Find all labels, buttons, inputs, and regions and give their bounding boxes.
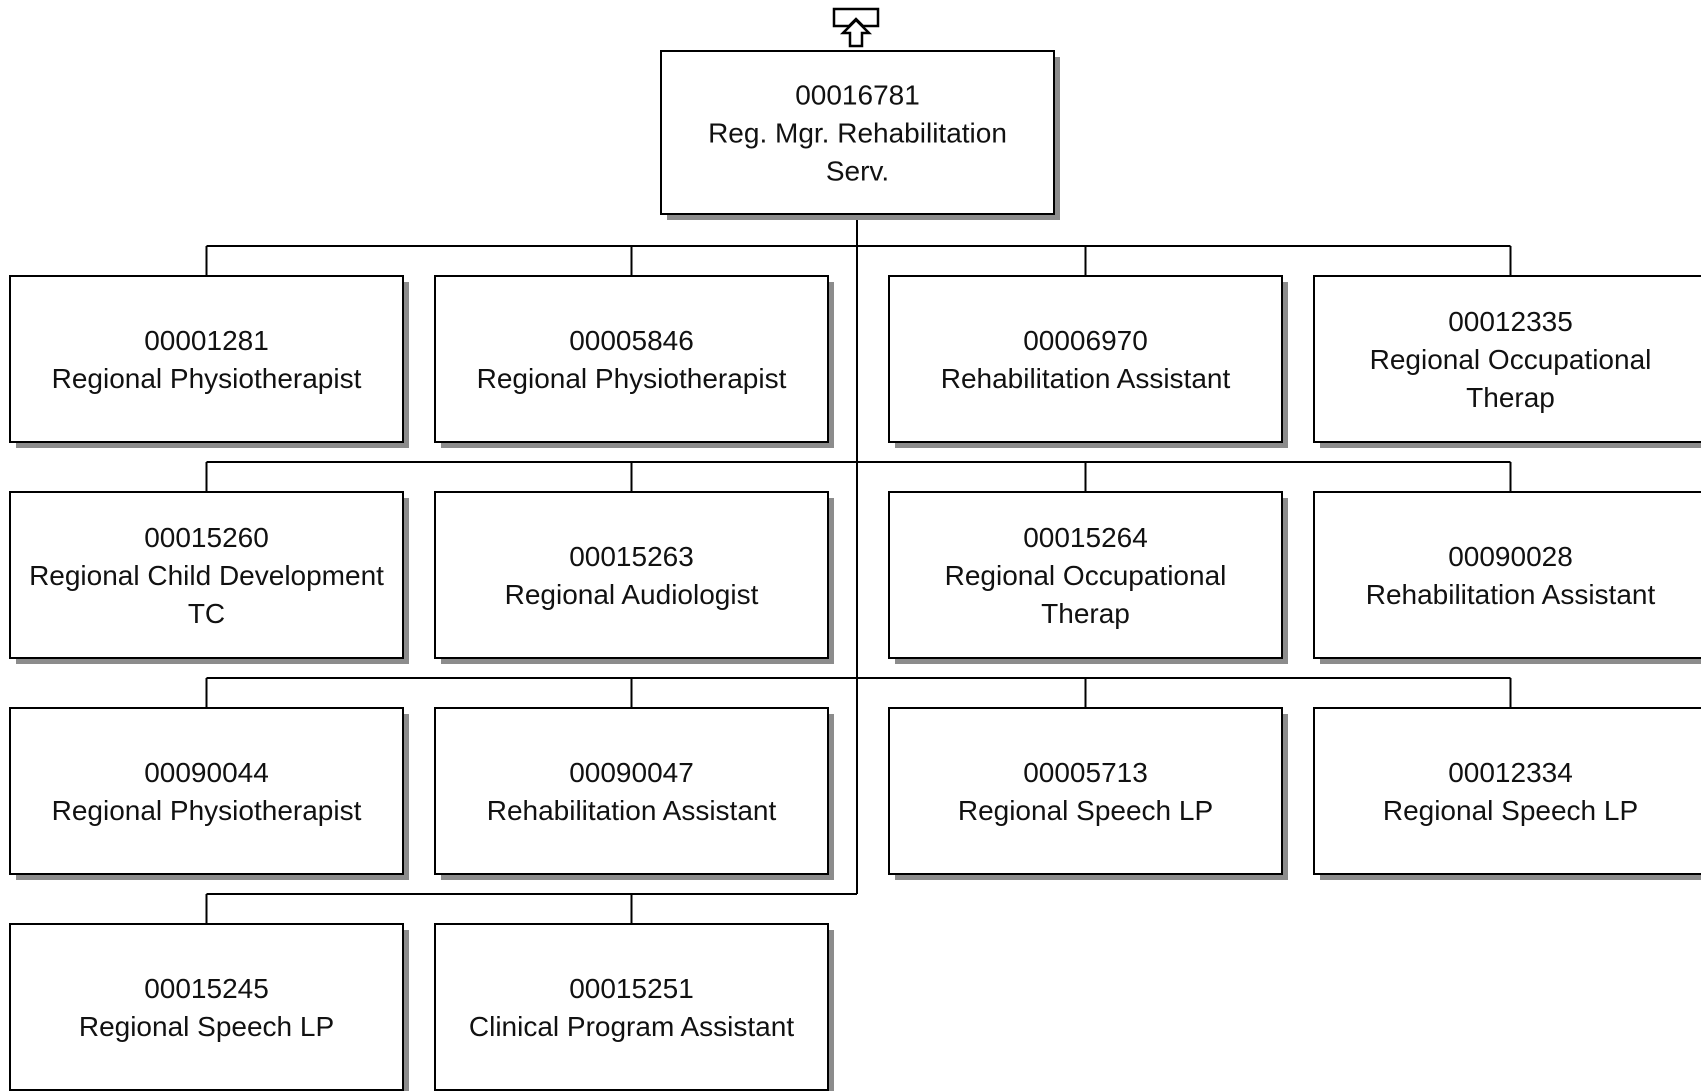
node-box (9, 491, 404, 659)
node-box (888, 707, 1283, 875)
position-title: Rehabilitation Assistant (941, 363, 1231, 394)
position-title: Regional Physiotherapist (52, 795, 362, 826)
position-title: Therap (1466, 382, 1555, 413)
position-number: 00090044 (144, 757, 269, 788)
position-number: 00001281 (144, 325, 269, 356)
position-number: 00090028 (1448, 541, 1573, 572)
position-number: 00012334 (1448, 757, 1573, 788)
position-number: 00006970 (1023, 325, 1148, 356)
position-number: 00016781 (795, 80, 920, 111)
position-number: 00015263 (569, 541, 694, 572)
position-title: Regional Speech LP (1383, 795, 1638, 826)
position-number: 00015245 (144, 973, 269, 1004)
node-box (888, 275, 1283, 443)
position-number: 00005846 (569, 325, 694, 356)
node-box (9, 275, 404, 443)
position-title: Regional Occupational (945, 560, 1227, 591)
node-box (434, 491, 829, 659)
position-title: Reg. Mgr. Rehabilitation (708, 118, 1007, 149)
position-number: 00090047 (569, 757, 694, 788)
position-title: Regional Speech LP (958, 795, 1213, 826)
position-title: Regional Speech LP (79, 1011, 334, 1042)
node-box (9, 707, 404, 875)
up-arrow-icon[interactable] (832, 7, 880, 48)
position-title: Regional Child Development (29, 560, 384, 591)
position-title: Clinical Program Assistant (469, 1011, 794, 1042)
position-number: 00012335 (1448, 306, 1573, 337)
node-box (660, 50, 1055, 215)
position-title: Serv. (826, 156, 889, 187)
node-box (434, 275, 829, 443)
position-title: TC (188, 598, 225, 629)
position-number: 00015264 (1023, 522, 1148, 553)
position-title: Rehabilitation Assistant (487, 795, 777, 826)
position-title: Therap (1041, 598, 1130, 629)
position-title: Regional Occupational (1370, 344, 1652, 375)
position-number: 00005713 (1023, 757, 1148, 788)
node-box (1313, 491, 1701, 659)
node-box (9, 923, 404, 1091)
node-box (888, 491, 1283, 659)
org-chart-connectors (205, 214, 1512, 924)
node-box (434, 923, 829, 1091)
position-title: Regional Physiotherapist (52, 363, 362, 394)
position-number: 00015260 (144, 522, 269, 553)
node-box (1313, 275, 1701, 443)
node-box (434, 707, 829, 875)
position-title: Regional Audiologist (505, 579, 759, 610)
position-title: Regional Physiotherapist (477, 363, 787, 394)
position-title: Rehabilitation Assistant (1366, 579, 1656, 610)
position-number: 00015251 (569, 973, 694, 1004)
node-box (1313, 707, 1701, 875)
